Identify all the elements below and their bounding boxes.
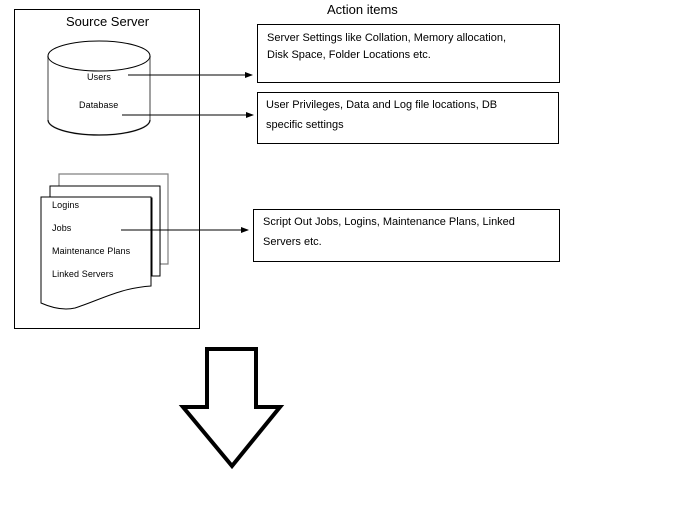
database-label-database: Database	[79, 100, 119, 110]
source-server-box	[14, 9, 200, 329]
action-box-3-line-1: Script Out Jobs, Logins, Maintenance Pla…	[263, 216, 515, 228]
document-item-linked-servers: Linked Servers	[52, 269, 114, 279]
document-item-logins: Logins	[52, 200, 80, 210]
action-box-1-line-1: Server Settings like Collation, Memory a…	[267, 32, 507, 44]
action-box-2-line-1: User Privileges, Data and Log file locat…	[266, 99, 498, 111]
action-box-2-text: User Privileges, Data and Log file locat…	[266, 95, 497, 135]
action-box-1	[257, 24, 560, 83]
down-arrow-icon	[178, 347, 285, 470]
source-server-title: Source Server	[66, 14, 150, 29]
action-box-2	[257, 92, 559, 144]
action-box-1-text: Server Settings like Collation, Memory a…	[267, 30, 506, 64]
document-item-jobs: Jobs	[52, 223, 72, 233]
action-items-title: Action items	[327, 2, 398, 17]
database-label-users: Users	[87, 72, 112, 82]
action-box-2-line-2: specific settings	[266, 119, 344, 131]
action-box-1-line-2: Disk Space, Folder Locations etc.	[267, 49, 431, 61]
documents-stack-icon	[40, 173, 169, 310]
action-box-3-text: Script Out Jobs, Logins, Maintenance Pla…	[263, 212, 515, 252]
action-box-3-line-2: Servers etc.	[263, 236, 322, 248]
document-item-maintenance-plans: Maintenance Plans	[52, 246, 131, 256]
action-box-3	[253, 209, 560, 262]
database-cylinder-icon	[47, 40, 151, 136]
